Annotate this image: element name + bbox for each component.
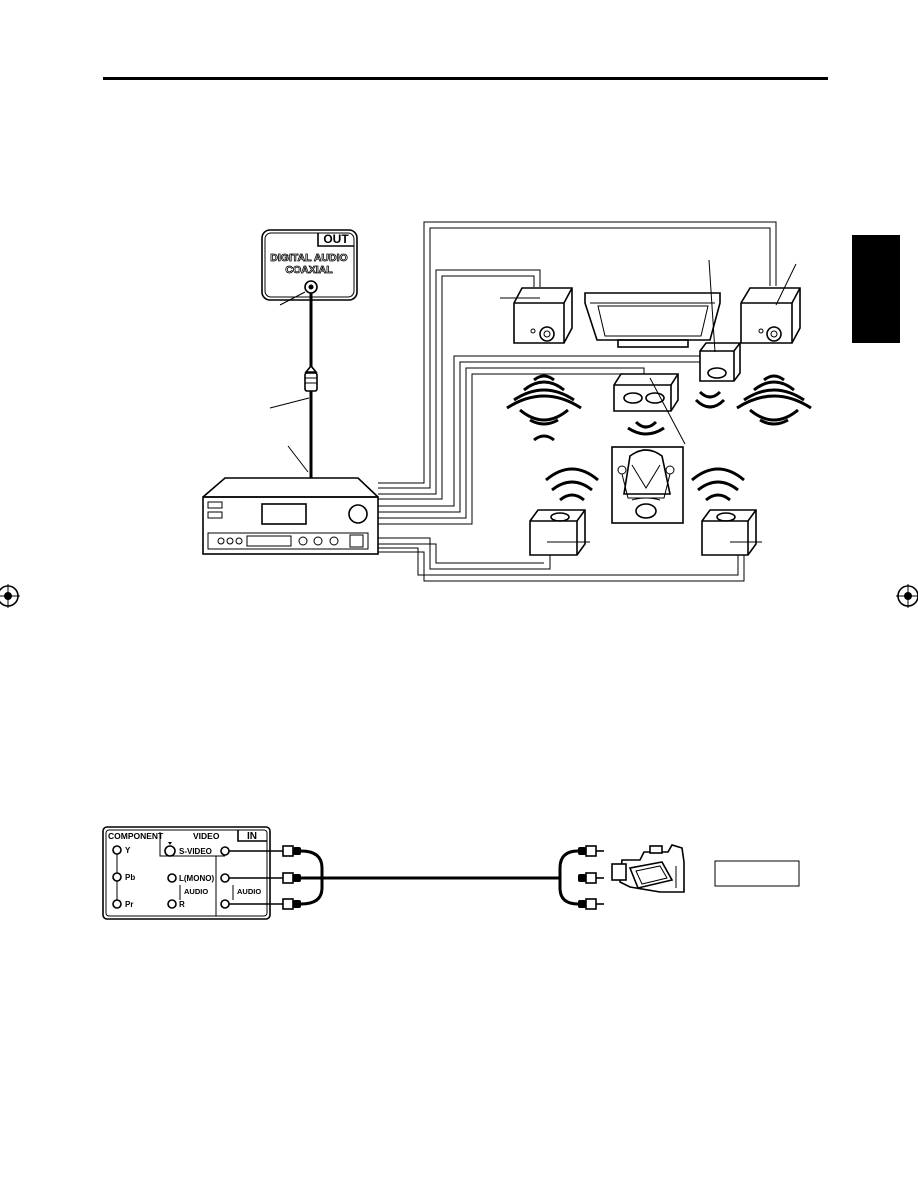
in-label: IN bbox=[247, 831, 257, 842]
listener-icon bbox=[611, 446, 684, 524]
digital-audio-label: DIGITAL AUDIO bbox=[270, 252, 347, 264]
pr-jack bbox=[112, 899, 122, 909]
sound-wave-icon bbox=[736, 374, 812, 426]
pr-label: Pr bbox=[125, 900, 133, 909]
side-tab bbox=[852, 235, 900, 343]
tv-icon bbox=[584, 292, 721, 348]
coax-cable bbox=[269, 293, 318, 478]
device-label-box bbox=[714, 860, 800, 887]
speaker-icon bbox=[613, 373, 686, 445]
speaker-icon bbox=[701, 509, 762, 556]
s-video-label: S-VIDEO bbox=[179, 847, 212, 856]
rca-plug-icon bbox=[282, 872, 301, 884]
sound-wave-icon bbox=[694, 390, 726, 409]
y-jack bbox=[112, 845, 122, 855]
component-label: COMPONENT bbox=[108, 831, 164, 841]
audio-label: AUDIO bbox=[184, 887, 208, 896]
registration-mark-icon bbox=[0, 584, 20, 608]
video-label: VIDEO bbox=[193, 831, 220, 841]
rca-plug-icon bbox=[578, 898, 604, 910]
header-rule bbox=[103, 77, 828, 80]
out-label: OUT bbox=[323, 232, 349, 246]
camcorder-icon bbox=[611, 844, 685, 893]
rca-plug-icon bbox=[304, 364, 318, 392]
l-mono-label: L(MONO) bbox=[179, 874, 214, 883]
registration-mark-icon bbox=[896, 584, 918, 608]
rca-plug-icon bbox=[282, 898, 301, 910]
sound-wave-icon bbox=[627, 420, 665, 436]
speaker-wires bbox=[378, 221, 777, 582]
rca-plug-icon bbox=[578, 845, 604, 857]
speaker-icon bbox=[500, 287, 573, 344]
receiver-icon bbox=[202, 477, 379, 555]
speaker-icon bbox=[699, 259, 741, 382]
input-panel: IN COMPONENT VIDEO Y Pb Pr S-VIDEO L(MON… bbox=[102, 826, 271, 920]
sound-wave-icon bbox=[545, 467, 599, 502]
coaxial-label: COAXIAL bbox=[285, 264, 333, 276]
rca-plug-icon bbox=[282, 845, 301, 857]
r-label: R bbox=[179, 900, 185, 909]
audio-label-2: AUDIO bbox=[237, 887, 261, 896]
sound-wave-icon bbox=[691, 467, 745, 502]
pb-jack bbox=[112, 872, 122, 882]
s-video-jack bbox=[164, 845, 176, 857]
y-label: Y bbox=[125, 846, 131, 855]
av-cable bbox=[229, 845, 604, 910]
speaker-icon bbox=[529, 509, 590, 556]
rca-plug-icon bbox=[578, 872, 604, 884]
pb-label: Pb bbox=[125, 873, 135, 882]
speaker-icon bbox=[740, 263, 801, 344]
sound-wave-icon bbox=[506, 374, 582, 442]
